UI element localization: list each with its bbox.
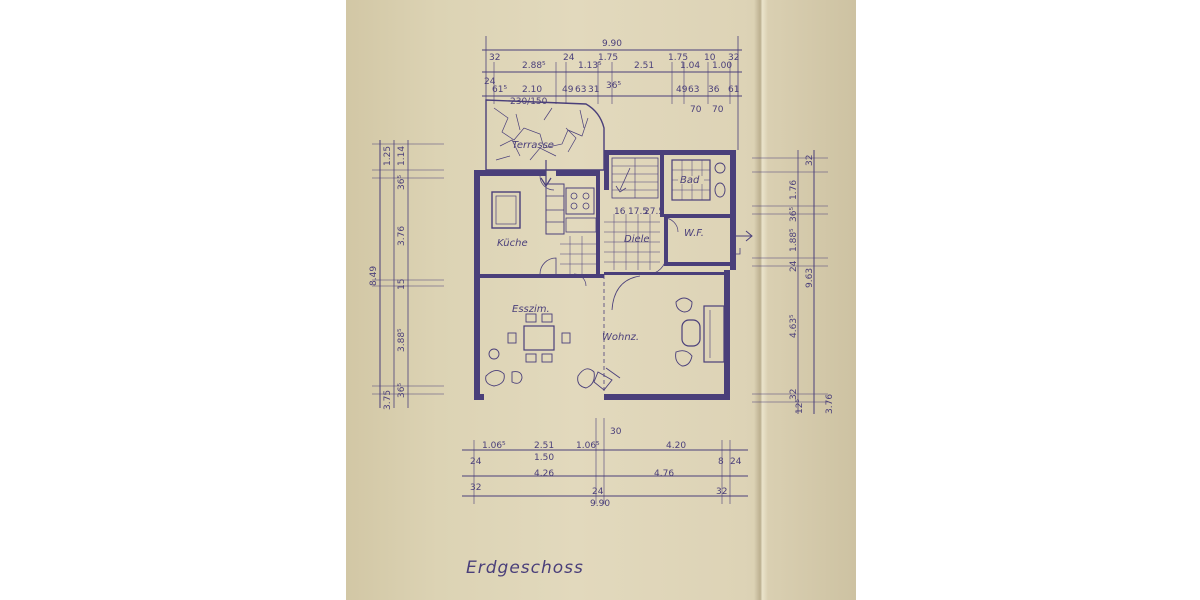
dim-label: 1.75 [598,53,618,63]
living: Wohnz. [577,297,725,391]
dim-label: 24 [789,260,799,272]
dim-label: 10 [704,53,716,63]
dim-label: 4.20 [666,441,686,451]
exterior-walls [474,150,736,400]
dim-label: 32 [805,155,815,166]
bath: Bad [671,159,726,201]
dim-label: 1.13⁵ [578,61,602,71]
dim-label: 1.88⁵ [789,228,799,252]
kitchen: Küche [491,183,597,275]
dim-label: 32 [470,483,481,493]
dim-label: 4.26 [534,469,554,479]
stair-dim: 27.5 [644,207,664,217]
dim-label: 36 [708,85,720,95]
room-label-living: Wohnz. [602,332,639,343]
dim-label: 4.76 [654,469,674,479]
dim-label: 1.06⁵ [482,441,506,451]
dim-label: 2.10 [522,85,542,95]
dim-label: 36⁵ [397,383,407,398]
dim-label: 30 [610,427,622,437]
dim-label: 32 [716,487,727,497]
room-label-hall: Diele [624,234,650,245]
top-dimensions: 9.90 32 2.88⁵ 24 1.13⁵ 1.75 2.51 1.75 1.… [482,36,742,150]
paper-fold [754,0,768,600]
dim-label: 2.88⁵ [522,61,546,71]
dim-label: 70 [690,105,702,115]
dim-label: 32 [728,53,739,63]
dim-label: 24 [470,457,482,467]
door-swings [539,175,679,287]
stair-dim: 17.5 [628,207,648,217]
stair-dim: 16 [614,207,626,217]
dim-label: 1.76 [789,180,799,200]
dim-label: 2.51 [534,441,554,451]
dim-label: 1.25 [383,146,393,166]
right-overall-dim: 9.63 [805,268,815,288]
drawing-caption: Erdgeschoss [466,558,584,578]
room-label-wc: W.F. [684,228,704,239]
dim-label: 36⁵ [397,175,407,190]
bottom-overall-dim: 9.90 [590,499,610,509]
dim-label: 24 [484,77,496,87]
room-label-kitchen: Küche [497,238,528,249]
dim-label: 24 [730,457,742,467]
dim-label: 1.04 [680,61,700,71]
dim-label: 3.88⁵ [397,328,407,352]
dim-label: 49 [676,85,688,95]
dim-label: 1.14 [397,146,407,166]
dim-label: 4.63⁵ [789,314,799,338]
dim-label: 63 [688,85,699,95]
bottom-dimensions: 30 1.06⁵ 2.51 1.06⁵ 4.20 1.50 24 4.26 4.… [462,418,748,509]
dim-label: 36⁵ [606,81,621,91]
dim-label: 31 [588,85,599,95]
paper-sheet [346,0,856,600]
room-label-dining: Esszim. [512,304,550,315]
top-overall-dim: 9.90 [602,39,622,49]
left-dimensions: 8.49 1.25 1.14 36⁵ 3.76 15 3.88⁵ 36⁵ 3.7… [369,140,444,410]
wc: W.F. [684,228,753,255]
dim-label: 8 [718,457,724,467]
dim-label: 24 [563,53,575,63]
dim-label: 61⁵ [492,85,507,95]
room-label-terrace: Terrasse [512,140,554,151]
hall: 16 17.5 27.5 Diele [560,157,667,311]
dim-label: 1.50 [534,453,554,463]
right-dimensions: 32 1.76 36⁵ 1.88⁵ 24 4.63⁵ 9.63 32 12⁵ 3… [752,150,835,414]
dim-label: 2.51 [634,61,654,71]
dim-label: 32 [489,53,500,63]
dim-label: 24 [592,487,604,497]
dim-label: 63 [575,85,586,95]
dim-label: 3.75 [383,390,393,410]
dim-label: 1.00 [712,61,732,71]
room-label-bath: Bad [680,175,700,186]
dim-label: 15 [397,279,407,290]
dim-label: 32 [789,389,799,400]
left-overall-dim: 8.49 [369,266,379,286]
dim-label: 3.76 [397,226,407,246]
dim-label: 1.06⁵ [576,441,600,451]
interior-walls [480,155,730,394]
dim-label: 70 [712,105,724,115]
dim-label: 49 [562,85,574,95]
dim-label: 36⁵ [789,207,799,222]
dim-label: 3.76 [825,394,835,414]
dim-label: 12⁵ [795,399,805,414]
dim-label: 1.75 [668,53,688,63]
dim-label: 61 [728,85,739,95]
dining: Esszim. [485,304,571,387]
